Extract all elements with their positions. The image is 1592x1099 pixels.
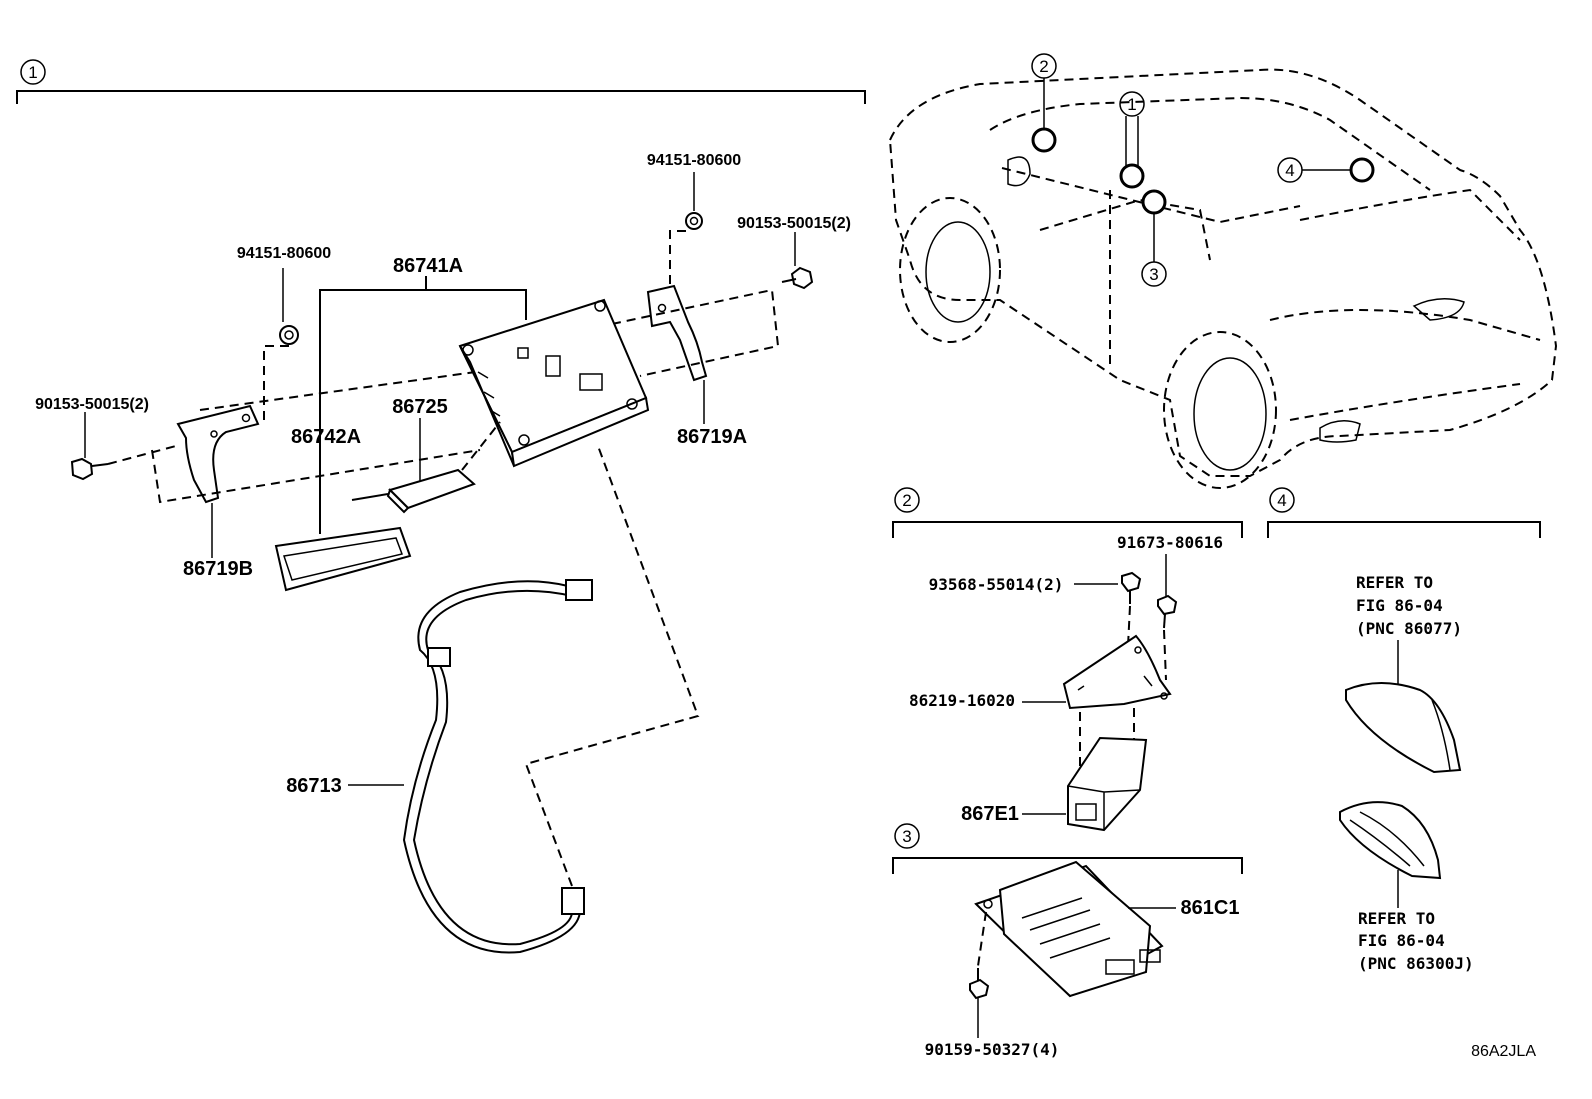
module-86725[interactable] <box>351 421 501 514</box>
ref2-line3: (PNC 86300J) <box>1358 954 1474 973</box>
ecu-861C1[interactable] <box>974 860 1164 998</box>
bracket-86719A[interactable] <box>646 284 708 424</box>
vehicle-illustration <box>888 68 1558 489</box>
callout-1[interactable]: 1 <box>1119 91 1145 189</box>
leader-86741A <box>319 276 527 534</box>
ref2-line2: FIG 86-04 <box>1358 931 1445 950</box>
label-86713: 86713 <box>286 775 342 797</box>
section-1-number: 1 <box>28 63 37 82</box>
section-2-number: 2 <box>902 491 911 510</box>
label-86725: 86725 <box>392 396 448 418</box>
shark-antenna-86300J[interactable] <box>1339 801 1442 880</box>
callout-3[interactable]: 3 <box>1141 189 1167 287</box>
cover-86742A[interactable] <box>274 526 412 592</box>
section-3-header: 3 <box>892 823 1243 874</box>
bolt-90159[interactable] <box>969 911 990 1038</box>
label-86219: 86219-16020 <box>909 691 1015 710</box>
section-2-header: 2 <box>892 487 1243 538</box>
section-1-header: 1 <box>16 59 866 104</box>
section-4-header: 4 <box>1267 487 1541 538</box>
bracket-86219[interactable] <box>1062 634 1172 710</box>
label-90153-right: 90153-50015(2) <box>737 215 851 232</box>
label-867E1: 867E1 <box>961 803 1019 825</box>
label-94151-left: 94151-80600 <box>237 245 331 262</box>
label-90159: 90159-50327(4) <box>925 1040 1060 1059</box>
bracket-86719B[interactable] <box>176 404 260 558</box>
reference-note-86300J: REFER TO FIG 86-04 (PNC 86300J) <box>1358 909 1474 973</box>
label-86741A: 86741A <box>393 255 463 277</box>
reference-note-86077: REFER TO FIG 86-04 (PNC 86077) <box>1356 573 1462 638</box>
label-90153-left: 90153-50015(2) <box>35 396 149 413</box>
mount-dashes-86219 <box>1079 708 1135 770</box>
label-861C1: 861C1 <box>1181 897 1240 919</box>
nut-94151-left[interactable] <box>263 268 299 420</box>
label-86719A: 86719A <box>677 426 747 448</box>
bolt-93568[interactable] <box>1121 571 1142 647</box>
main-ecu-86741A[interactable] <box>458 298 650 468</box>
ref1-line3: (PNC 86077) <box>1356 619 1462 638</box>
module-867E1[interactable] <box>1067 736 1148 832</box>
callout-2-number: 2 <box>1039 57 1048 76</box>
mounting-frame-dashes <box>151 288 780 504</box>
shark-antenna-86077[interactable] <box>1345 682 1462 774</box>
label-86719B: 86719B <box>183 558 253 580</box>
figure-code: 86A2JLA <box>1471 1043 1536 1060</box>
ref2-line1: REFER TO <box>1358 909 1435 928</box>
ref1-line2: FIG 86-04 <box>1356 596 1443 615</box>
ref1-line1: REFER TO <box>1356 573 1433 592</box>
label-86742A: 86742A <box>291 426 361 448</box>
bolt-90153-left[interactable] <box>70 412 177 481</box>
section-3-number: 3 <box>902 827 911 846</box>
callout-3-number: 3 <box>1149 265 1158 284</box>
bolt-91673[interactable] <box>1157 594 1178 681</box>
label-91673: 91673-80616 <box>1117 533 1223 552</box>
nut-94151-right[interactable] <box>669 172 703 302</box>
callout-1-number: 1 <box>1127 95 1136 114</box>
callout-4-number: 4 <box>1285 161 1294 180</box>
label-94151-right: 94151-80600 <box>647 152 741 169</box>
label-93568: 93568-55014(2) <box>929 575 1064 594</box>
callout-2[interactable]: 2 <box>1031 53 1057 153</box>
callout-4[interactable]: 4 <box>1277 157 1375 183</box>
section-4-number: 4 <box>1277 491 1286 510</box>
bolt-90153-right[interactable] <box>781 232 814 290</box>
wire-harness-86713[interactable] <box>402 445 700 954</box>
